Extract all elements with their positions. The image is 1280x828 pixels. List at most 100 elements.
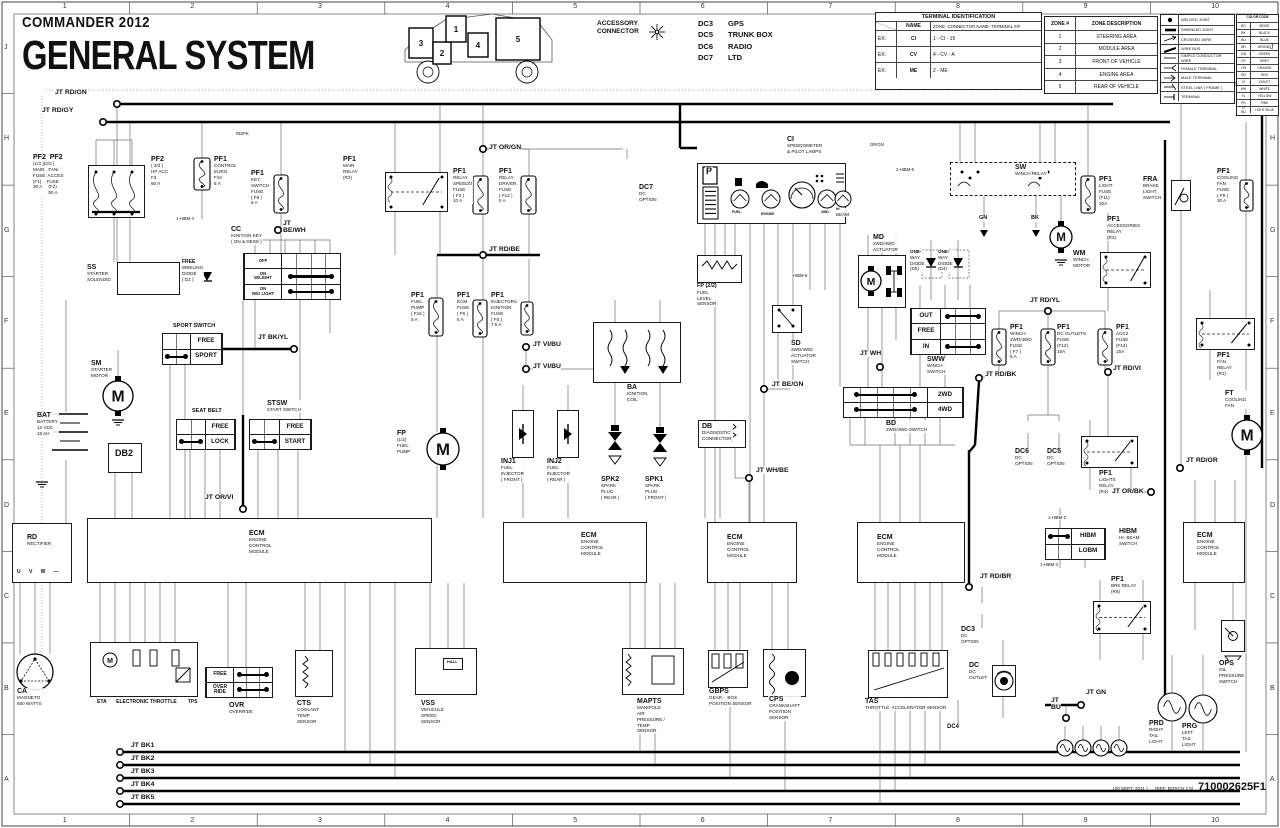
- grid-column-5-top: 5: [573, 3, 578, 10]
- sww-winch-switch-contacts: [941, 339, 985, 354]
- color-name: BLACK: [1250, 30, 1278, 36]
- accessory-item-code: DC5: [698, 30, 714, 40]
- color-abbrev: LT BU: [1241, 106, 1246, 114]
- junction-jt-wh: JT WH: [860, 350, 882, 358]
- zone-number: 2: [1058, 46, 1062, 53]
- accessory-item-dc5: DC5 TRUNK BOX: [698, 29, 773, 40]
- grid-column-5-bottom: 5: [573, 817, 578, 824]
- color-abbrev: WH: [1240, 87, 1247, 91]
- bus-bar-label-jt-bk3: JT BK3: [131, 768, 155, 776]
- junction-jt-or-bk: JT OR/BK: [1112, 488, 1144, 496]
- color-name: GREEN: [1250, 51, 1278, 57]
- symbol-legend-label: MALE TERMINAL: [1178, 73, 1234, 82]
- junction-jt-or-vi: JT OR/VI: [205, 494, 234, 502]
- eta-labels: ETA ELECTRONIC THROTTLE TPS: [96, 699, 199, 706]
- junction-jt-be-wh: JT BE/WH: [283, 220, 306, 235]
- grid-row-H-left: H: [4, 135, 10, 143]
- sww-winch-switch-closed-contact: [945, 343, 981, 350]
- grid-row-F-right: F: [1270, 318, 1275, 326]
- wire-bus-icon: [1161, 45, 1178, 54]
- terminal-id-ex: EX:: [878, 51, 887, 58]
- cc-switch-option-label: OFF: [244, 254, 282, 269]
- grid-row-D-right: D: [1270, 501, 1276, 509]
- fp22-box: [697, 255, 742, 283]
- bk-tag: BK: [1030, 215, 1040, 222]
- junction-jt-gn: JT GN: [1086, 689, 1107, 697]
- bd-2wd4wd-switch-row: 2WD: [844, 388, 963, 402]
- svg-text:M: M: [1056, 232, 1066, 244]
- zone-number: 3: [1058, 58, 1062, 65]
- color-abbrev: BK: [1241, 31, 1246, 35]
- bd-2wd4wd-switch-option-label: 4WD: [927, 403, 963, 417]
- ci-4wd-label: 4WD: [820, 210, 830, 215]
- ref-label-1-hibm-2: 1-HIBM-2: [1048, 515, 1066, 520]
- ecm-2-box: [503, 522, 647, 583]
- ovr-override-switch-row: OVER RIDE: [206, 682, 272, 697]
- bus-bar-label-jt-bk2: JT BK2: [131, 755, 155, 763]
- symbol-legend-simple-conductor: SIMPLE CONDUCTOR WIRE: [1161, 53, 1234, 63]
- grid-row-F-left: F: [4, 318, 9, 326]
- zone-description: MODULE AREA: [1075, 43, 1157, 56]
- zone-number: 5: [1058, 84, 1062, 91]
- grid-column-6-bottom: 6: [700, 817, 705, 824]
- zone-number: 1: [1058, 33, 1062, 40]
- eta-box: [90, 642, 198, 697]
- junction-jt-rd-yl: JT RD/YL: [1030, 297, 1061, 305]
- ecm-4-box: [857, 522, 965, 583]
- sd-box: [772, 305, 802, 333]
- terminal-id-col-desc: ZONE- CONNECTOR NAME- TERMINAL #/#: [930, 22, 1041, 30]
- seat-belt-switch-row: FREE: [177, 420, 235, 434]
- accessory-item-name: RADIO: [728, 41, 753, 51]
- color-abbrev: GN: [1241, 52, 1246, 56]
- bd-2wd4wd-switch-contacts: [844, 403, 927, 417]
- grid-column-10-top: 10: [1211, 3, 1219, 10]
- simple-conductor-icon: [1161, 54, 1178, 63]
- terminal-id-name: CI: [896, 31, 930, 46]
- grid-column-7-bottom: 7: [828, 817, 833, 824]
- cts-box: [295, 650, 333, 697]
- grid-row-B-left: B: [4, 684, 9, 692]
- bd-2wd4wd-switch-option-label: 2WD: [927, 388, 963, 402]
- symbol-legend-label: WELDED JOINT: [1178, 15, 1234, 25]
- seat-belt-switch-contacts: [177, 435, 205, 449]
- color-code-bk: BK BLACK: [1237, 29, 1278, 36]
- pf2-main-fan-fuse-label: PF2 PF2(1/3 )(2/3 )MAIN FAN/FUSE ACCES(F…: [32, 154, 65, 196]
- stsw-start-switch-closed-contact: [252, 439, 277, 446]
- sww-winch-switch-row: FREE: [911, 323, 985, 339]
- ovr-override-switch-option-label: FREE: [206, 668, 234, 682]
- junction-jt-rd-gy: JT RD/GY: [42, 107, 74, 115]
- sww-winch-switch-closed-contact: [945, 313, 981, 320]
- ovr-override-switch-option-label: OVER RIDE: [206, 683, 234, 697]
- terminal-icon: [1161, 92, 1178, 101]
- seat-belt-switch-row: LOCK: [177, 434, 235, 449]
- sww-winch-switch-contacts: [941, 309, 985, 324]
- gbps-box: [708, 650, 748, 688]
- shrinked-joint-icon: [1161, 26, 1178, 35]
- junction-jt-bk-yl: JT BK/YL: [258, 334, 289, 342]
- grid-column-3-bottom: 3: [318, 817, 322, 824]
- grid-row-E-right: E: [1270, 410, 1275, 417]
- zone-description: FRONT OF VEHICLE: [1075, 56, 1157, 68]
- accessory-item-name: TRUNK BOX: [728, 30, 773, 40]
